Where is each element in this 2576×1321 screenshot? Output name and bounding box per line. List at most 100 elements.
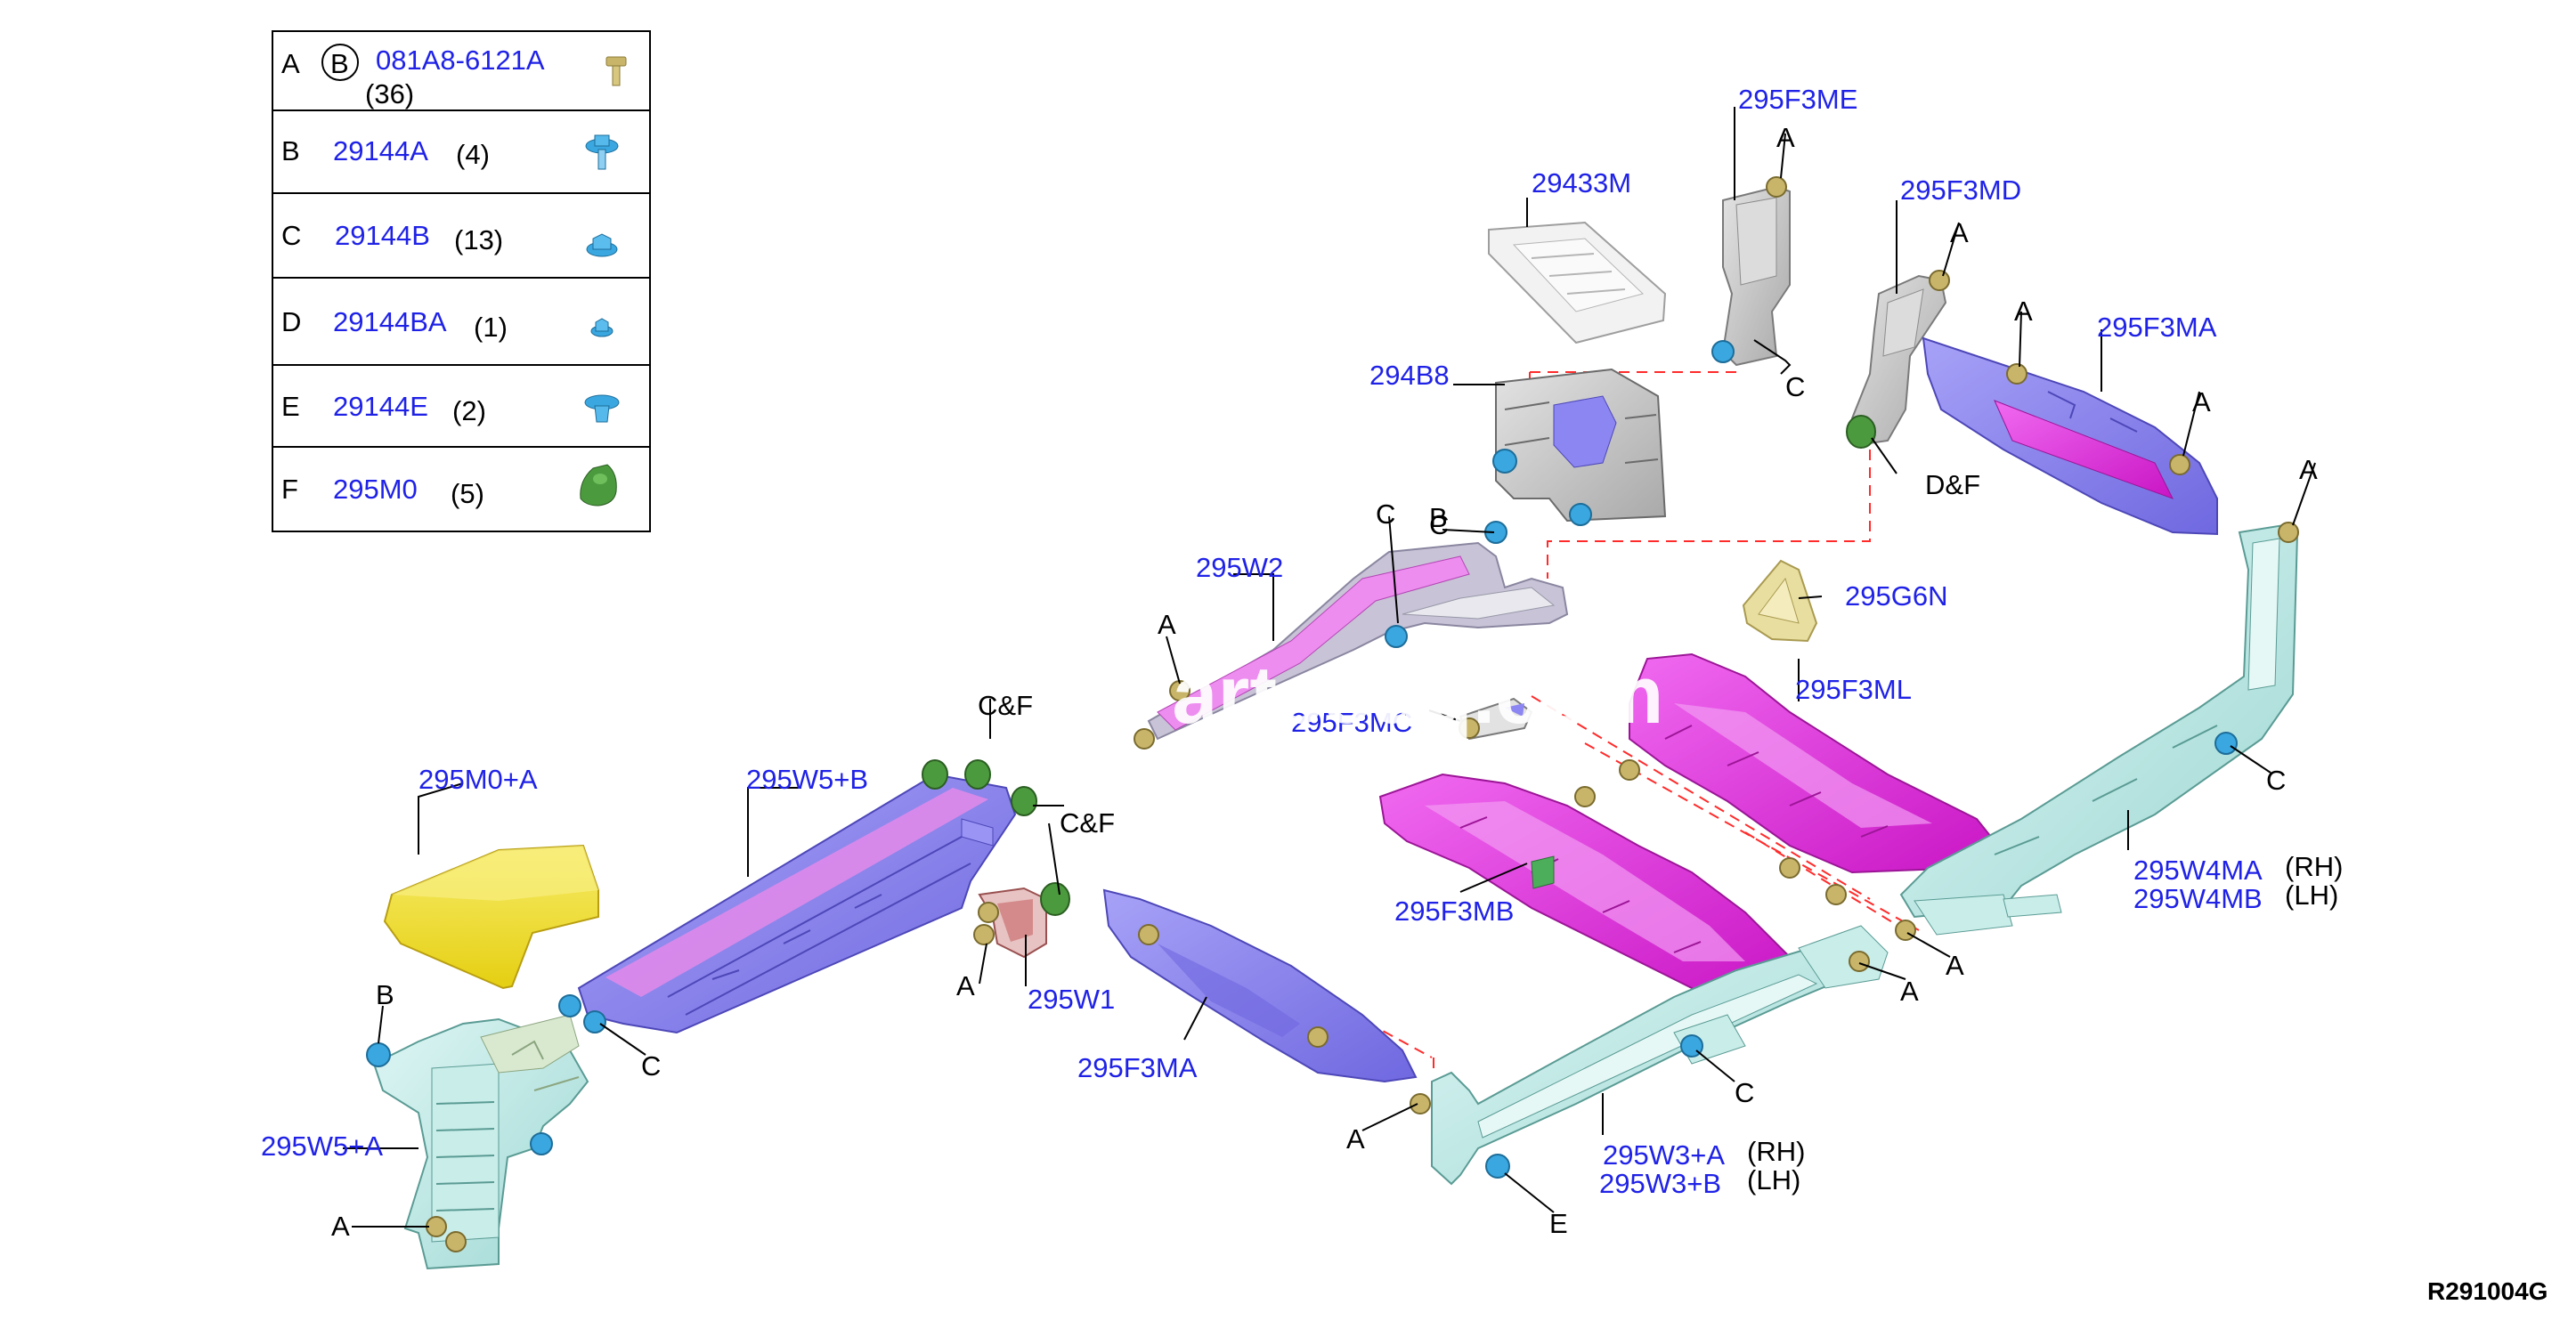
part-295f3mb-frame[interactable] [1378, 773, 1792, 1003]
label-295w4mb-side: (LH) [2285, 879, 2338, 911]
legend-row-e: E 29144E (2) [281, 391, 620, 426]
label-295w1[interactable]: 295W1 [1028, 984, 1115, 1015]
label-295w4ma-side: (RH) [2285, 851, 2343, 882]
grommet-icon [922, 759, 948, 790]
label-295w4mb[interactable]: 295W4MB [2133, 883, 2263, 914]
legend-circled-letter: B [330, 48, 349, 79]
legend-letter: E [281, 391, 300, 422]
label-295w2[interactable]: 295W2 [1196, 552, 1283, 583]
label-295w4ma[interactable]: 295W4MA [2133, 855, 2263, 886]
callout-a: A [1346, 1123, 1365, 1155]
legend-qty: (4) [456, 139, 490, 170]
legend-qty: (36) [365, 78, 414, 109]
flange-bolt-icon [585, 134, 619, 170]
nut-icon [586, 233, 618, 257]
bolt-icon [1619, 759, 1640, 781]
part-295f3me-bracket[interactable] [1721, 185, 1791, 367]
label-295f3mb[interactable]: 295F3MB [1394, 896, 1514, 927]
part-295f3ma-bottom-bracket[interactable] [1102, 888, 1418, 1083]
part-295g6n-bracket[interactable] [1742, 559, 1818, 643]
label-29433m[interactable]: 29433M [1532, 167, 1631, 199]
label-295w5a[interactable]: 295W5+A [261, 1131, 383, 1162]
legend-part-number[interactable]: 29144B [335, 220, 430, 251]
leader-lines [343, 107, 2316, 1228]
grommet-icon [1040, 882, 1070, 916]
legend-part-number[interactable]: 29144BA [333, 306, 447, 337]
part-295f3ml-frame[interactable] [1629, 652, 1996, 874]
callout-c: C [1429, 509, 1449, 540]
callout-d-f: D&F [1925, 469, 1980, 500]
bolt-icon [605, 56, 627, 86]
callout-c: C [1735, 1077, 1754, 1108]
part-295m0a-cover[interactable] [383, 844, 599, 990]
legend-part-number[interactable]: 29144E [333, 391, 428, 422]
nut-icon [558, 994, 581, 1017]
part-295w4ma-rail[interactable] [1899, 523, 2299, 936]
callout-a: A [1776, 122, 1795, 153]
part-295w3a-rail[interactable] [1431, 925, 1889, 1186]
bolt-icon [1766, 176, 1787, 198]
part-29433m-shield[interactable] [1488, 221, 1667, 344]
label-295w5b[interactable]: 295W5+B [746, 764, 868, 795]
legend-row-b: B 29144A (4) [281, 134, 619, 170]
flange-bolt-icon [366, 1042, 391, 1067]
legend-part-number[interactable]: 081A8-6121A [376, 45, 545, 76]
callout-e: E [1549, 1208, 1568, 1239]
part-labels: 295M0+A 295W5+B 295W5+A 295W2 295W1 294B… [261, 84, 2343, 1199]
circle-mark-icon [321, 44, 359, 81]
label-295f3md[interactable]: 295F3MD [1900, 174, 2021, 206]
bolt-icon [2006, 363, 2027, 385]
label-295w3a[interactable]: 295W3+A [1603, 1139, 1725, 1171]
callout-c-f: C&F [1060, 807, 1115, 839]
callout-c: C [641, 1050, 661, 1082]
bolt-icon [1307, 1026, 1329, 1048]
label-295w3b-side: (LH) [1747, 1164, 1800, 1195]
bolt-icon [1410, 1093, 1431, 1114]
label-295f3ml[interactable]: 295F3ML [1795, 674, 1912, 705]
label-295f3ma-top[interactable]: 295F3MA [2097, 312, 2217, 343]
grommet-icon [580, 464, 617, 507]
callout-b: B [376, 979, 394, 1010]
part-295w5a-bracket[interactable] [372, 1014, 589, 1270]
callout-a: A [2192, 386, 2211, 417]
legend-part-number[interactable]: 29144A [333, 135, 428, 166]
label-295g6n[interactable]: 295G6N [1845, 580, 1947, 612]
legend-row-a: A B 081A8-6121A (36) [281, 44, 627, 109]
nut-icon [530, 1132, 553, 1155]
part-295w5b-rail[interactable] [577, 773, 1017, 1034]
part-295f3ma-top-bracket[interactable] [1922, 336, 2218, 536]
bolt-icon [1138, 924, 1159, 945]
legend-table: A B 081A8-6121A (36) B 29144A (4) C 2914… [272, 30, 651, 532]
label-295f3me[interactable]: 295F3ME [1738, 84, 1857, 115]
grommet-icon [1011, 786, 1037, 816]
bolt-icon [973, 924, 995, 945]
bolt-icon [426, 1216, 447, 1237]
callout-c-f: C&F [978, 690, 1033, 721]
label-295f3ma-bottom[interactable]: 295F3MA [1077, 1052, 1198, 1083]
legend-part-number[interactable]: 295M0 [333, 474, 418, 505]
nut-icon [2214, 732, 2238, 755]
flange-bolt-icon [1492, 449, 1517, 474]
part-294b8-module[interactable] [1495, 368, 1667, 523]
part-295w2-duct[interactable] [1147, 541, 1569, 741]
legend-qty: (1) [474, 312, 508, 343]
callout-a: A [1900, 976, 1919, 1007]
legend-row-f: F 295M0 (5) [281, 464, 617, 509]
grommet-icon [1846, 415, 1876, 449]
label-295w3a-side: (RH) [1747, 1136, 1805, 1167]
fasteners [366, 176, 2299, 1252]
legend-row-d: D 29144BA (1) [281, 306, 614, 343]
legend-letter: D [281, 306, 301, 337]
label-295w3b[interactable]: 295W3+B [1599, 1168, 1721, 1199]
bolt-icon [1895, 920, 1916, 941]
legend-qty: (13) [454, 224, 503, 255]
label-295f3mc[interactable]: 295F3MC [1291, 707, 1412, 738]
legend-letter: B [281, 135, 300, 166]
label-295m0a[interactable]: 295M0+A [418, 764, 538, 795]
legend-qty: (5) [451, 478, 484, 509]
label-294b8[interactable]: 294B8 [1369, 360, 1450, 391]
callout-a: A [1950, 217, 1969, 248]
callout-a: A [2299, 454, 2318, 485]
legend-qty: (2) [452, 395, 486, 426]
